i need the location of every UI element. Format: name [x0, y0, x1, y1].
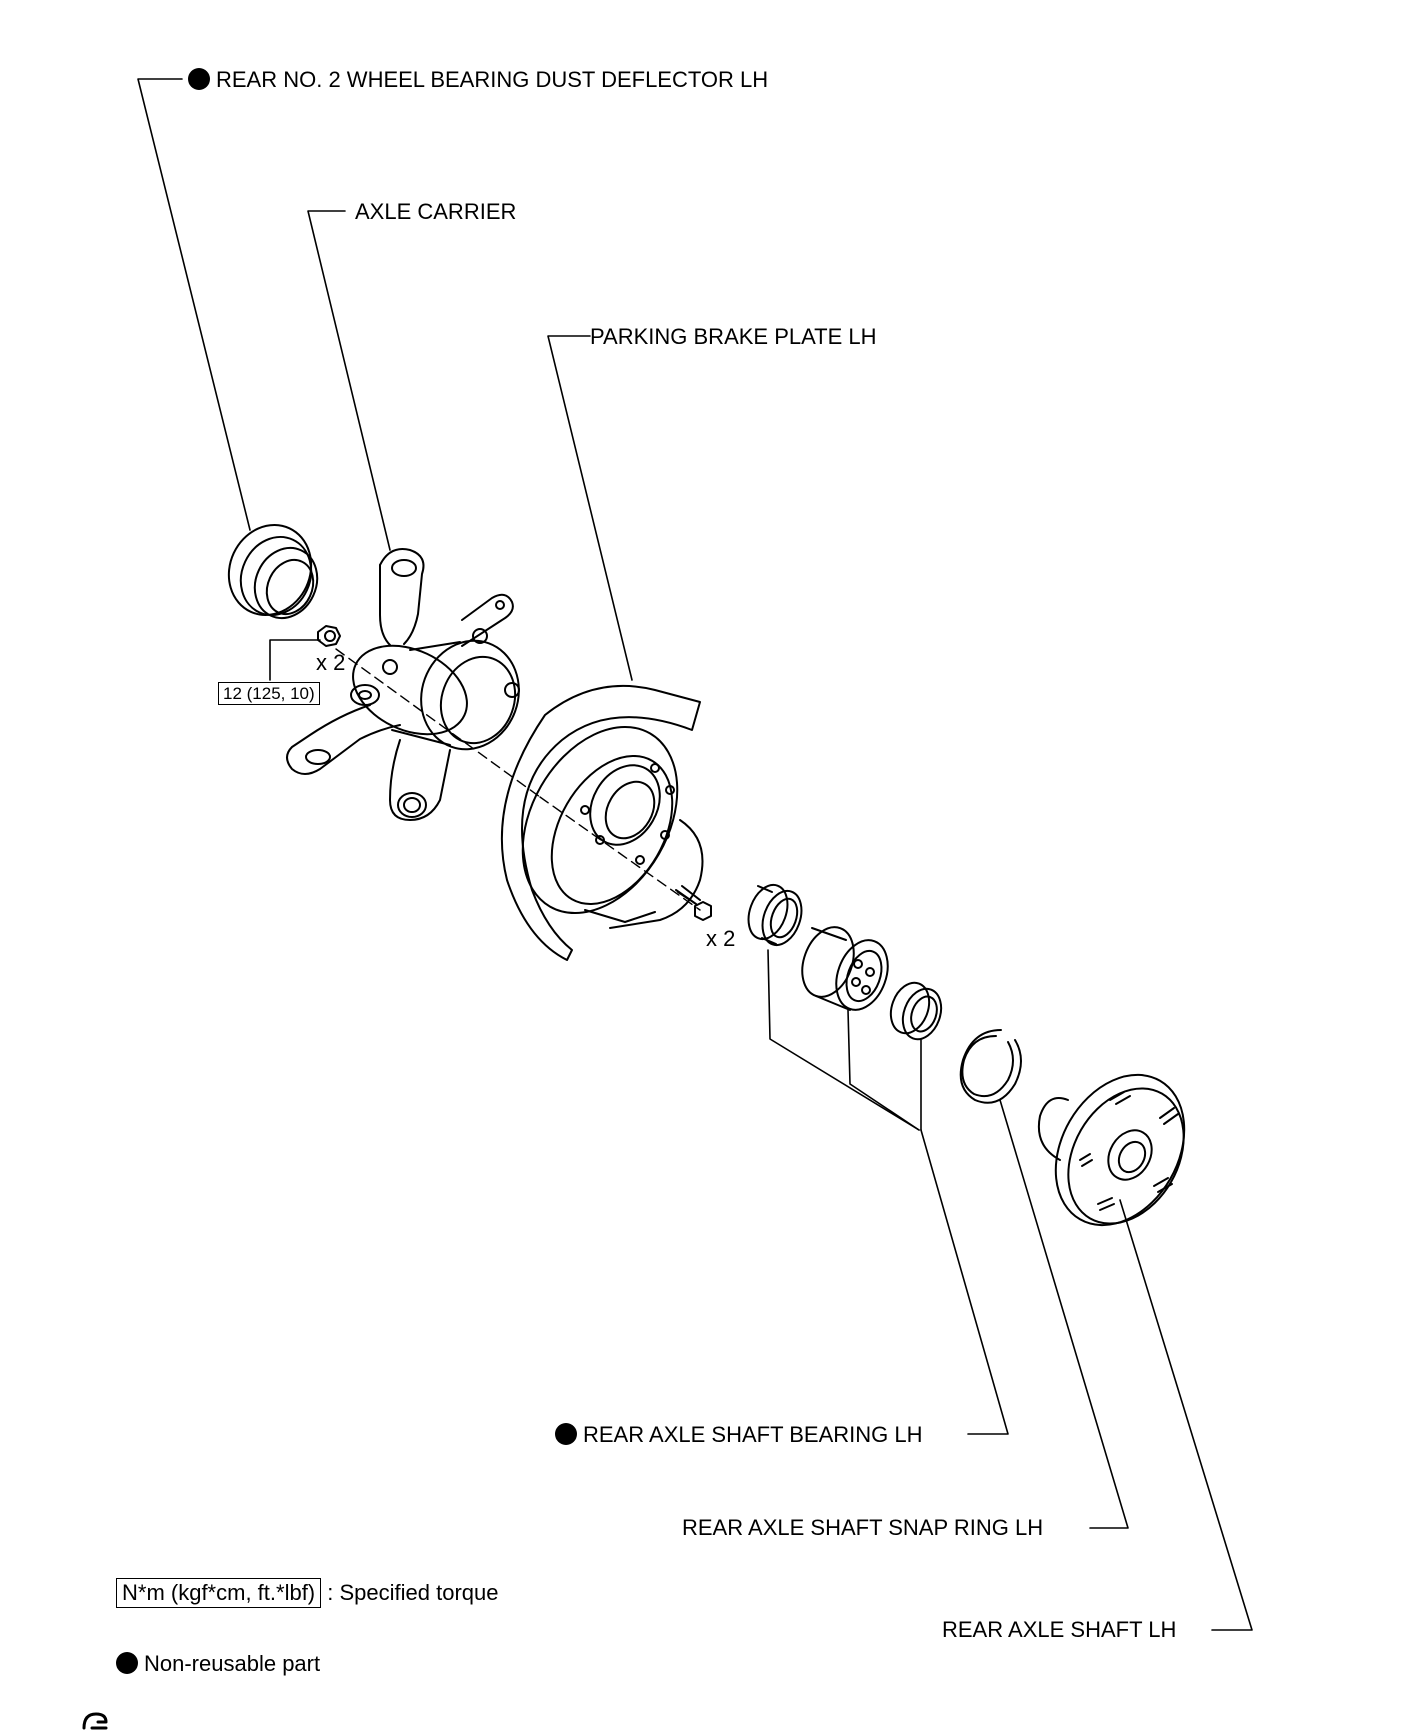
bolt-part	[675, 885, 712, 921]
non-reusable-dot-icon	[116, 1652, 138, 1674]
dust-deflector-part	[227, 524, 319, 620]
leader-bearing-main	[920, 1129, 1009, 1435]
qty-bolt: x 2	[706, 926, 736, 951]
leader-axle-shaft	[1119, 1199, 1253, 1631]
leader-torque	[269, 639, 321, 681]
label-parking-brake-plate: PARKING BRAKE PLATE LH	[590, 324, 877, 349]
non-reusable-dot-icon	[188, 68, 210, 90]
snap-ring-part	[959, 1029, 1022, 1104]
label-axle-shaft: REAR AXLE SHAFT LH	[942, 1617, 1177, 1642]
non-reusable-dot-icon	[555, 1423, 577, 1445]
leader-lines	[137, 78, 1253, 1631]
corner-mark-icon	[82, 1712, 108, 1730]
inner-ring-part	[889, 981, 943, 1041]
bearing-text: REAR AXLE SHAFT BEARING LH	[583, 1422, 923, 1447]
legend-nonreusable-desc: Non-reusable part	[144, 1651, 321, 1676]
label-dust-deflector: REAR NO. 2 WHEEL BEARING DUST DEFLECTOR …	[188, 68, 768, 91]
legend-torque-desc: : Specified torque	[327, 1580, 499, 1605]
qty-nut: x 2	[316, 650, 346, 675]
dust-deflector-text: REAR NO. 2 WHEEL BEARING DUST DEFLECTOR …	[216, 67, 769, 92]
parking-brake-plate-part	[500, 684, 704, 961]
legend-torque-box: N*m (kgf*cm, ft.*lbf)	[116, 1578, 322, 1608]
legend-torque: N*m (kgf*cm, ft.*lbf) : Specified torque	[116, 1578, 499, 1608]
nut-part	[317, 625, 341, 647]
label-snap-ring: REAR AXLE SHAFT SNAP RING LH	[682, 1515, 1044, 1540]
legend-nonreusable: Non-reusable part	[116, 1652, 320, 1675]
spacer-ring-part	[747, 883, 803, 947]
torque-box: 12 (125, 10)	[218, 682, 320, 705]
leader-parking-brake-plate	[547, 335, 633, 681]
leader-axle-carrier	[307, 210, 391, 551]
axle-carrier-part	[286, 548, 520, 821]
leader-snap-ring	[999, 1099, 1129, 1529]
axle-shaft-part	[1038, 1073, 1186, 1227]
leader-bearing-b	[847, 1009, 920, 1131]
leader-bearing-a	[767, 949, 920, 1131]
assembly-centerline	[335, 648, 701, 911]
bearing-part	[801, 926, 889, 1011]
label-bearing: REAR AXLE SHAFT BEARING LH	[555, 1423, 922, 1446]
label-axle-carrier: AXLE CARRIER	[355, 199, 517, 224]
leader-dust-deflector	[137, 78, 251, 531]
